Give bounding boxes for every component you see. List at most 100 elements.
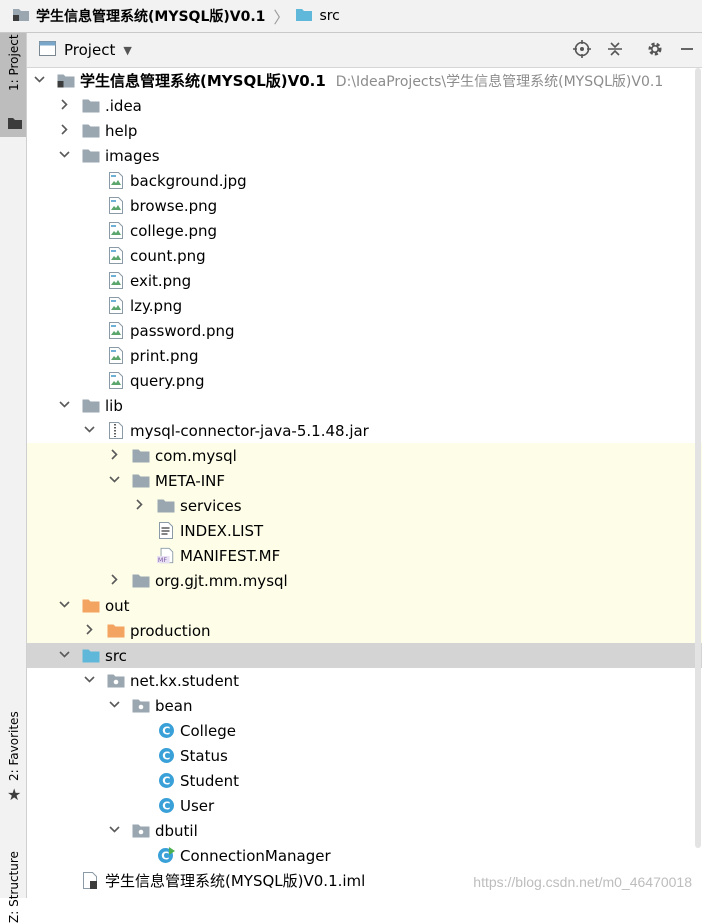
tree-row[interactable]: INDEX.LIST: [27, 518, 702, 543]
tree-row[interactable]: help: [27, 118, 702, 143]
tree-row[interactable]: src: [27, 643, 702, 668]
tree-row[interactable]: print.png: [27, 343, 702, 368]
chevron-down-icon[interactable]: [57, 599, 71, 613]
project-tree: 学生信息管理系统(MYSQL版)V0.1 D:\IdeaProjects\学生信息…: [27, 68, 702, 898]
tree-row[interactable]: college.png: [27, 218, 702, 243]
panel-folder-icon: [39, 40, 56, 60]
folder-icon: [82, 123, 100, 139]
tree-row[interactable]: dbutil: [27, 818, 702, 843]
package-icon: [132, 823, 150, 839]
chevron-down-icon[interactable]: ▼: [123, 43, 132, 57]
tree-row[interactable]: 学生信息管理系统(MYSQL版)V0.1 D:\IdeaProjects\学生信息…: [27, 68, 702, 93]
tree-item-label: count.png: [130, 246, 206, 265]
vertical-scrollbar[interactable]: [694, 68, 702, 858]
folder-icon: [132, 473, 150, 489]
tree-item-label: exit.png: [130, 271, 192, 290]
tree-row[interactable]: password.png: [27, 318, 702, 343]
tree-item-label: User: [180, 796, 215, 815]
chevron-right-icon[interactable]: [57, 98, 71, 113]
chevron-down-icon[interactable]: [57, 399, 71, 413]
tree-row[interactable]: services: [27, 493, 702, 518]
project-folder-icon: [12, 6, 30, 26]
chevron-down-icon[interactable]: [82, 424, 96, 438]
tree-row[interactable]: C College: [27, 718, 702, 743]
tree-row[interactable]: out: [27, 593, 702, 618]
breadcrumb-src[interactable]: src: [295, 6, 340, 26]
tree-item-label: query.png: [130, 371, 205, 390]
project-tool-label[interactable]: 1: Project: [7, 34, 21, 91]
locate-icon[interactable]: [572, 40, 592, 60]
tree-item-label: services: [180, 496, 242, 515]
tree-item-label: com.mysql: [155, 446, 237, 465]
tree-row[interactable]: net.kx.student: [27, 668, 702, 693]
chevron-down-icon[interactable]: [57, 649, 71, 663]
tree-row[interactable]: com.mysql: [27, 443, 702, 468]
gear-icon[interactable]: [645, 40, 665, 60]
tree-item-label: META-INF: [155, 471, 226, 490]
structure-tool-label[interactable]: Z: Structure: [7, 851, 21, 923]
tree-item-label: background.jpg: [130, 171, 247, 190]
tree-item-label: org.gjt.mm.mysql: [155, 571, 288, 590]
tree-row[interactable]: .idea: [27, 93, 702, 118]
tree-item-label: help: [105, 121, 138, 140]
tree-row[interactable]: background.jpg: [27, 168, 702, 193]
chevron-down-icon[interactable]: [107, 474, 121, 488]
panel-title[interactable]: Project: [64, 41, 116, 59]
tree-row[interactable]: lib: [27, 393, 702, 418]
source-folder-icon: [82, 648, 100, 664]
chevron-down-icon[interactable]: [82, 674, 96, 688]
tree-row[interactable]: lzy.png: [27, 293, 702, 318]
orange-folder-icon: [82, 598, 100, 614]
chevron-down-icon[interactable]: [32, 74, 46, 88]
tree-item-label: mysql-connector-java-5.1.48.jar: [130, 421, 369, 440]
tree-row[interactable]: query.png: [27, 368, 702, 393]
project-folder-icon: [57, 73, 75, 89]
breadcrumb-project-label: 学生信息管理系统(MYSQL版)V0.1: [36, 9, 266, 25]
tree-row[interactable]: mysql-connector-java-5.1.48.jar: [27, 418, 702, 443]
minimize-icon[interactable]: [677, 40, 697, 60]
runnable-class-icon: C: [157, 847, 175, 864]
collapse-all-icon[interactable]: [605, 40, 625, 60]
tree-row[interactable]: browse.png: [27, 193, 702, 218]
chevron-right-icon[interactable]: [107, 573, 121, 588]
tree-row[interactable]: bean: [27, 693, 702, 718]
tree-item-label: 学生信息管理系统(MYSQL版)V0.1: [80, 72, 326, 90]
tree-item-label: lib: [105, 396, 123, 415]
tree-item-label: net.kx.student: [130, 671, 240, 690]
tree-row[interactable]: 学生信息管理系统(MYSQL版)V0.1.iml: [27, 868, 702, 893]
tree-row[interactable]: exit.png: [27, 268, 702, 293]
tree-item-label: College: [180, 721, 236, 740]
chevron-right-icon[interactable]: [57, 123, 71, 138]
tree-item-label: production: [130, 621, 211, 640]
folder-icon: [82, 148, 100, 164]
chevron-down-icon[interactable]: [57, 149, 71, 163]
svg-text:MF: MF: [158, 557, 167, 564]
tree-row[interactable]: production: [27, 618, 702, 643]
chevron-right-icon[interactable]: [82, 623, 96, 638]
chevron-right-icon[interactable]: [132, 498, 146, 513]
tree-row[interactable]: META-INF: [27, 468, 702, 493]
chevron-right-icon[interactable]: [107, 448, 121, 463]
image-file-icon: [107, 297, 125, 314]
tree-row[interactable]: images: [27, 143, 702, 168]
breadcrumb-project[interactable]: 学生信息管理系统(MYSQL版)V0.1: [0, 6, 265, 26]
scrollbar-thumb[interactable]: [695, 68, 701, 848]
favorites-tool-label[interactable]: 2: Favorites: [7, 711, 21, 781]
tree-row[interactable]: org.gjt.mm.mysql: [27, 568, 702, 593]
chevron-down-icon[interactable]: [107, 699, 121, 713]
chevron-down-icon[interactable]: [107, 824, 121, 838]
svg-text:C: C: [162, 750, 170, 763]
tree-row[interactable]: count.png: [27, 243, 702, 268]
folder-icon: [132, 448, 150, 464]
jar-icon: [107, 422, 125, 439]
image-file-icon: [107, 372, 125, 389]
tree-item-label: bean: [155, 696, 193, 715]
image-file-icon: [107, 197, 125, 214]
svg-text:C: C: [162, 725, 170, 738]
project-path-hint: D:\IdeaProjects\学生信息管理系统(MYSQL版)V0.1: [335, 73, 664, 90]
